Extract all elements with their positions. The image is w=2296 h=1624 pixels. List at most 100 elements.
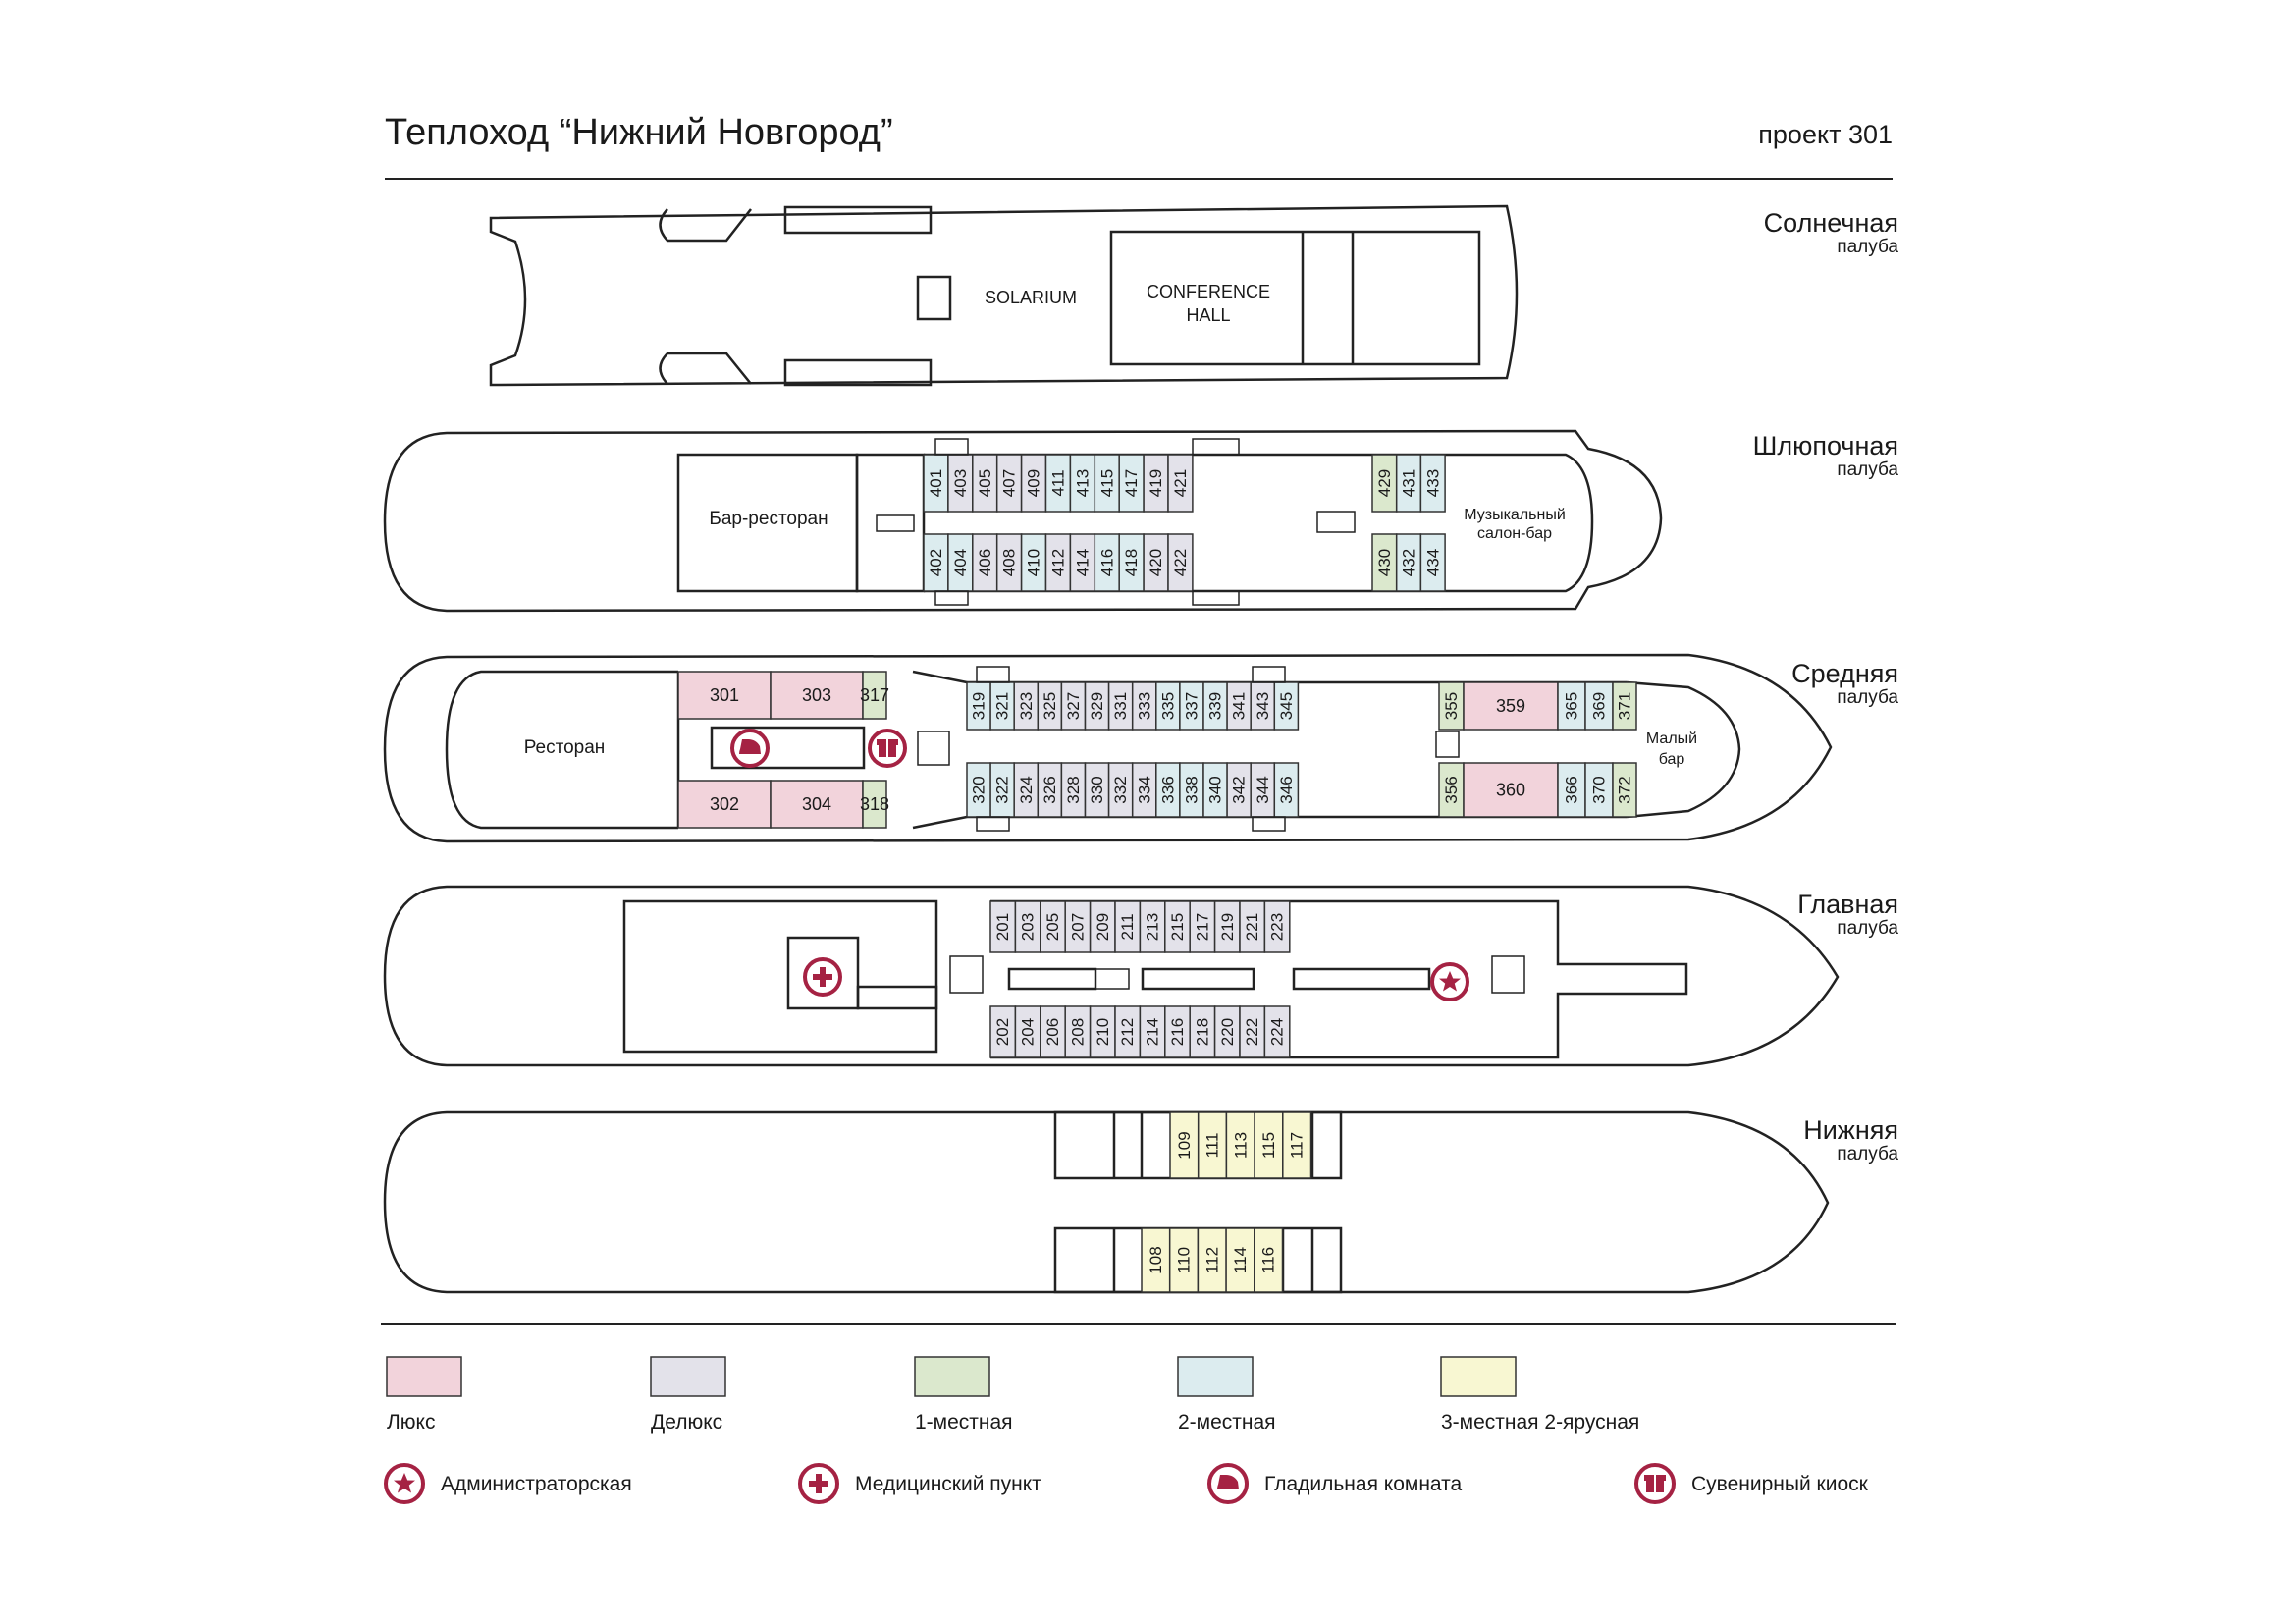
cabin-108[interactable]: 108 — [1141, 1227, 1171, 1293]
cabin-201[interactable]: 201 — [989, 900, 1017, 953]
cabin-321[interactable]: 321 — [989, 681, 1015, 731]
cabin-115[interactable]: 115 — [1254, 1111, 1284, 1179]
cabin-217[interactable]: 217 — [1189, 900, 1216, 953]
cabin-346[interactable]: 346 — [1273, 762, 1300, 818]
cabin-213[interactable]: 213 — [1139, 900, 1166, 953]
cabin-372[interactable]: 372 — [1612, 762, 1637, 818]
cabin-433[interactable]: 433 — [1419, 454, 1446, 513]
cabin-429[interactable]: 429 — [1371, 454, 1398, 513]
cabin-329[interactable]: 329 — [1084, 681, 1110, 731]
cabin-420[interactable]: 420 — [1143, 533, 1169, 592]
cabin-325[interactable]: 325 — [1037, 681, 1063, 731]
cabin-341[interactable]: 341 — [1226, 681, 1252, 731]
cabin-422[interactable]: 422 — [1167, 533, 1194, 592]
cabin-210[interactable]: 210 — [1089, 1005, 1116, 1058]
cabin-318[interactable]: 318 — [860, 780, 889, 829]
cabin-112[interactable]: 112 — [1197, 1227, 1227, 1293]
cabin-113[interactable]: 113 — [1225, 1111, 1255, 1179]
cabin-327[interactable]: 327 — [1060, 681, 1087, 731]
cabin-345[interactable]: 345 — [1273, 681, 1300, 731]
cabin-413[interactable]: 413 — [1069, 454, 1096, 513]
cabin-430[interactable]: 430 — [1371, 533, 1398, 592]
cabin-339[interactable]: 339 — [1202, 681, 1228, 731]
cabin-434[interactable]: 434 — [1419, 533, 1446, 592]
cabin-302[interactable]: 302 — [677, 780, 772, 829]
cabin-366[interactable]: 366 — [1557, 762, 1586, 818]
cabin-340[interactable]: 340 — [1202, 762, 1228, 818]
cabin-117[interactable]: 117 — [1282, 1111, 1312, 1179]
cabin-404[interactable]: 404 — [947, 533, 974, 592]
cabin-116[interactable]: 116 — [1254, 1227, 1284, 1293]
cabin-333[interactable]: 333 — [1131, 681, 1157, 731]
cabin-218[interactable]: 218 — [1189, 1005, 1216, 1058]
cabin-401[interactable]: 401 — [923, 454, 949, 513]
cabin-360[interactable]: 360 — [1463, 762, 1559, 818]
cabin-335[interactable]: 335 — [1155, 681, 1181, 731]
cabin-326[interactable]: 326 — [1037, 762, 1063, 818]
cabin-356[interactable]: 356 — [1438, 762, 1465, 818]
cabin-317[interactable]: 317 — [860, 671, 889, 720]
cabin-324[interactable]: 324 — [1013, 762, 1040, 818]
cabin-322[interactable]: 322 — [989, 762, 1015, 818]
cabin-323[interactable]: 323 — [1013, 681, 1040, 731]
cabin-208[interactable]: 208 — [1064, 1005, 1092, 1058]
cabin-344[interactable]: 344 — [1250, 762, 1276, 818]
cabin-304[interactable]: 304 — [770, 780, 864, 829]
cabin-207[interactable]: 207 — [1064, 900, 1092, 953]
cabin-343[interactable]: 343 — [1250, 681, 1276, 731]
cabin-336[interactable]: 336 — [1155, 762, 1181, 818]
cabin-202[interactable]: 202 — [989, 1005, 1017, 1058]
cabin-332[interactable]: 332 — [1107, 762, 1134, 818]
cabin-111[interactable]: 111 — [1197, 1111, 1228, 1179]
cabin-328[interactable]: 328 — [1060, 762, 1087, 818]
cabin-320[interactable]: 320 — [966, 762, 991, 818]
cabin-406[interactable]: 406 — [972, 533, 998, 592]
cabin-224[interactable]: 224 — [1263, 1005, 1291, 1058]
cabin-212[interactable]: 212 — [1114, 1005, 1142, 1058]
cabin-334[interactable]: 334 — [1131, 762, 1157, 818]
cabin-369[interactable]: 369 — [1584, 681, 1614, 731]
cabin-371[interactable]: 371 — [1612, 681, 1637, 731]
cabin-109[interactable]: 109 — [1169, 1111, 1200, 1179]
cabin-419[interactable]: 419 — [1143, 454, 1169, 513]
cabin-418[interactable]: 418 — [1118, 533, 1145, 592]
cabin-411[interactable]: 411 — [1044, 454, 1072, 513]
cabin-403[interactable]: 403 — [947, 454, 974, 513]
cabin-209[interactable]: 209 — [1089, 900, 1116, 953]
cabin-221[interactable]: 221 — [1239, 900, 1266, 953]
cabin-408[interactable]: 408 — [995, 533, 1023, 592]
cabin-432[interactable]: 432 — [1395, 533, 1422, 592]
cabin-415[interactable]: 415 — [1094, 454, 1120, 513]
cabin-365[interactable]: 365 — [1557, 681, 1586, 731]
cabin-203[interactable]: 203 — [1014, 900, 1041, 953]
cabin-214[interactable]: 214 — [1139, 1005, 1166, 1058]
cabin-355[interactable]: 355 — [1438, 681, 1465, 731]
cabin-330[interactable]: 330 — [1084, 762, 1110, 818]
cabin-211[interactable]: 211 — [1114, 900, 1142, 953]
cabin-338[interactable]: 338 — [1179, 762, 1204, 818]
cabin-359[interactable]: 359 — [1463, 681, 1559, 731]
cabin-206[interactable]: 206 — [1040, 1005, 1066, 1058]
cabin-370[interactable]: 370 — [1584, 762, 1614, 818]
cabin-414[interactable]: 414 — [1069, 533, 1096, 592]
cabin-407[interactable]: 407 — [995, 454, 1023, 513]
cabin-402[interactable]: 402 — [923, 533, 949, 592]
cabin-417[interactable]: 417 — [1118, 454, 1145, 513]
cabin-412[interactable]: 412 — [1044, 533, 1072, 592]
cabin-410[interactable]: 410 — [1020, 533, 1047, 592]
cabin-223[interactable]: 223 — [1263, 900, 1291, 953]
cabin-222[interactable]: 222 — [1239, 1005, 1266, 1058]
cabin-114[interactable]: 114 — [1225, 1227, 1255, 1293]
cabin-219[interactable]: 219 — [1213, 900, 1241, 953]
cabin-319[interactable]: 319 — [966, 681, 991, 731]
cabin-342[interactable]: 342 — [1226, 762, 1252, 818]
cabin-303[interactable]: 303 — [770, 671, 864, 720]
cabin-215[interactable]: 215 — [1164, 900, 1191, 953]
cabin-204[interactable]: 204 — [1014, 1005, 1041, 1058]
cabin-331[interactable]: 331 — [1107, 681, 1134, 731]
cabin-301[interactable]: 301 — [677, 671, 772, 720]
cabin-421[interactable]: 421 — [1167, 454, 1194, 513]
cabin-416[interactable]: 416 — [1094, 533, 1120, 592]
cabin-110[interactable]: 110 — [1168, 1227, 1200, 1293]
cabin-409[interactable]: 409 — [1020, 454, 1047, 513]
